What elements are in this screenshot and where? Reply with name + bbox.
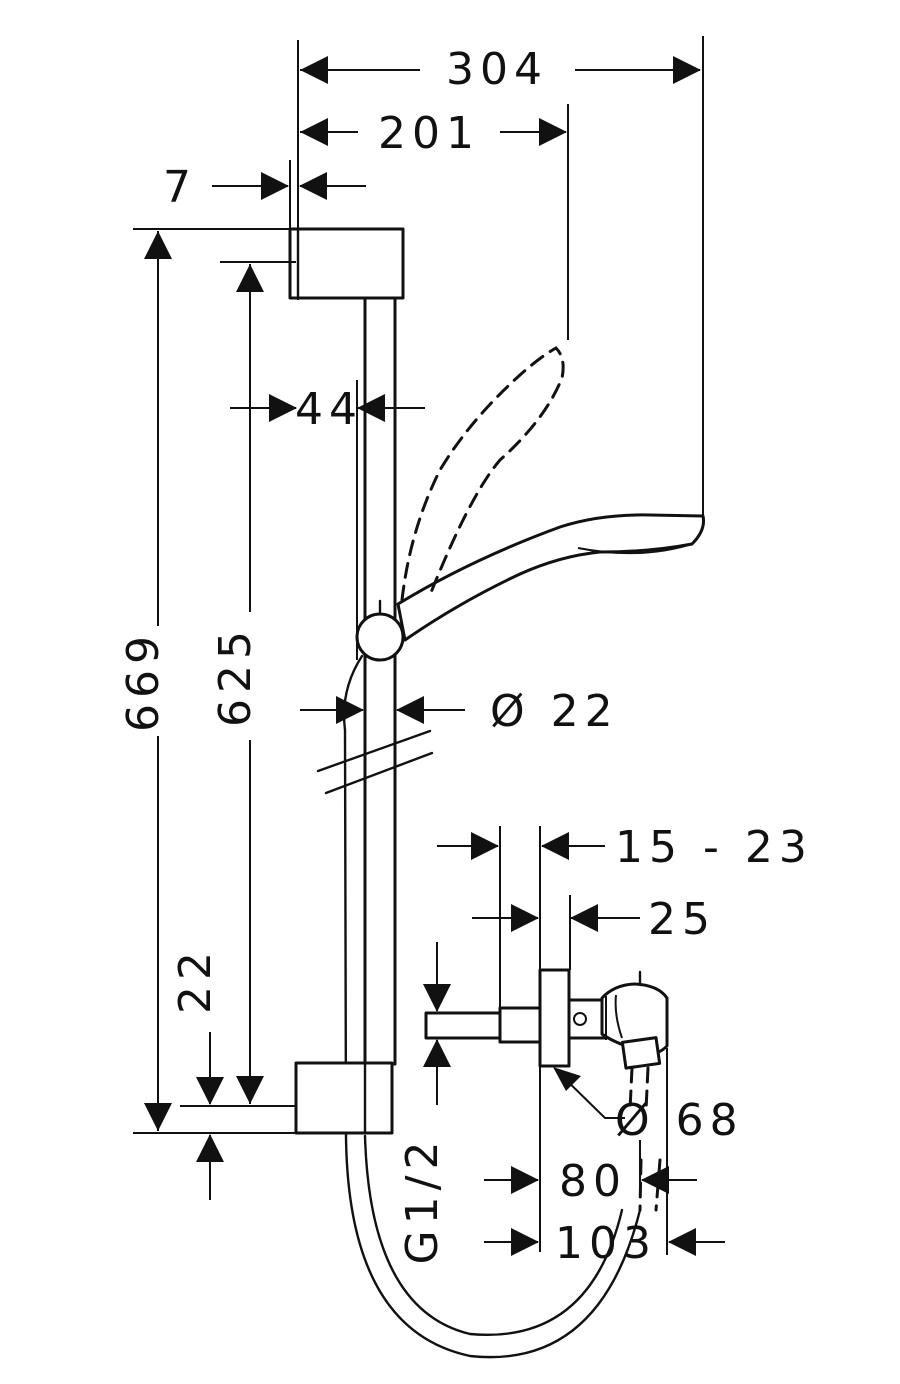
leader-d68	[555, 1069, 625, 1119]
arrow-201-left	[300, 118, 328, 146]
arrow-44-left	[269, 394, 297, 422]
shower-product-outline	[288, 227, 705, 1359]
arrow-669-bottom	[144, 1103, 172, 1131]
arrow-d68	[553, 1067, 581, 1091]
arrow-22-bottom	[196, 1134, 224, 1162]
label-outlet-depth: 25	[648, 894, 716, 945]
outlet-flange	[538, 968, 571, 1068]
arrow-103-left	[511, 1228, 539, 1256]
arrow-103-right	[668, 1228, 696, 1256]
slider-knob	[355, 612, 405, 662]
label-handshower-reach: 201	[378, 108, 480, 159]
hose-guide	[316, 729, 432, 773]
outlet-elbow-detail	[605, 994, 623, 1040]
arrow-7-right	[299, 172, 327, 200]
arrow-304-right	[673, 56, 701, 84]
label-valve-total-depth: 103	[555, 1218, 657, 1269]
arrow-25-right	[570, 904, 598, 932]
outlet-connector-dot	[573, 1012, 587, 1026]
handshower-alt-position	[400, 346, 565, 602]
hose-connector	[620, 1036, 662, 1070]
handshower	[396, 513, 705, 642]
arrow-22-top	[196, 1077, 224, 1105]
arrow-1523-right	[541, 832, 569, 860]
arrow-669-top	[144, 231, 172, 259]
label-mounting-distance: 625	[210, 625, 261, 727]
label-valve-depth: 80	[559, 1156, 627, 1207]
arrow-625-top	[236, 264, 264, 292]
label-total-width: 304	[446, 44, 548, 95]
outlet-elbow	[600, 982, 669, 1056]
label-bracket-thickness: 7	[163, 162, 197, 213]
bottom-wall-bracket	[294, 1061, 394, 1135]
arrow-g12-top	[423, 984, 451, 1012]
arrow-1523-left	[471, 832, 499, 860]
arrow-201-right	[539, 118, 567, 146]
arrow-80-right	[641, 1166, 669, 1194]
dimension-lines	[133, 36, 725, 1256]
arrow-7-left	[261, 172, 289, 200]
wall-pipe-nut	[498, 1006, 542, 1044]
label-bottom-offset: 22	[170, 946, 221, 1014]
hose-guide-2	[324, 751, 434, 795]
handshower-face	[577, 543, 693, 555]
arrow-25-left	[511, 904, 539, 932]
arrow-g12-bottom	[423, 1039, 451, 1067]
arrow-44-right	[357, 394, 385, 422]
arrow-d22-right	[396, 696, 424, 724]
hose-connector-tail	[628, 1066, 650, 1112]
shower-hose-inner	[363, 1134, 624, 1337]
label-bracket-width: 44	[295, 384, 363, 435]
label-rail-height: 669	[118, 630, 169, 732]
arrow-d22-left	[336, 696, 364, 724]
arrow-304-left	[300, 56, 328, 84]
arrow-80-left	[511, 1166, 539, 1194]
label-thread: G1/2	[397, 1136, 448, 1265]
label-outlet-adjust: 15 - 23	[615, 822, 813, 873]
dimension-labels: 304 201 7 44 Ø 22 15 - 23 25 Ø 68 80 103…	[118, 44, 813, 1269]
label-rail-diameter: Ø 22	[490, 686, 619, 737]
shower-rail	[363, 294, 397, 1066]
arrow-625-bottom	[236, 1076, 264, 1104]
top-wall-bracket	[288, 227, 405, 300]
label-flange-diameter: Ø 68	[615, 1095, 744, 1146]
